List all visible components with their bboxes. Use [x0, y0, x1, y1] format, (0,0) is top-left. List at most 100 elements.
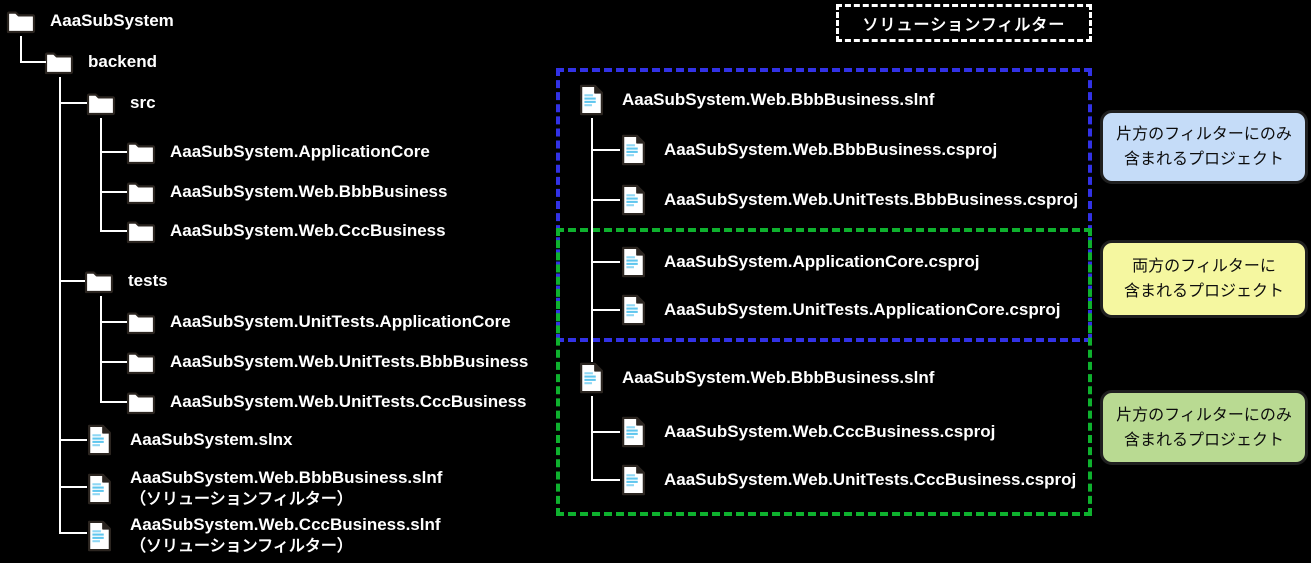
file-note: （ソリューションフィルター） [130, 491, 353, 508]
callout-text: 片方のフィルターにのみ [1116, 126, 1292, 143]
file-label: AaaSubSystem.Web.BbbBusiness.slnf [622, 90, 935, 109]
tree-node-project-folder: AaaSubSystem.UnitTests.ApplicationCore [126, 309, 511, 335]
folder-label: tests [128, 271, 168, 290]
tree-connector [59, 280, 85, 282]
file-icon [620, 183, 647, 217]
file-label: AaaSubSystem.Web.UnitTests.BbbBusiness.c… [664, 190, 1079, 209]
callout-text: 含まれるプロジェクト [1123, 431, 1284, 449]
tree-node-root: AaaSubSystem [6, 8, 174, 34]
folder-icon [126, 309, 156, 335]
file-label: AaaSubSystem.Web.BbbBusiness.slnf [622, 368, 935, 387]
tree-node-project-folder: AaaSubSystem.Web.UnitTests.BbbBusiness [126, 349, 528, 375]
tree-connector [591, 261, 620, 263]
folder-icon [44, 49, 74, 75]
folder-label: AaaSubSystem.Web.CccBusiness [170, 221, 446, 240]
folder-label: AaaSubSystem [50, 11, 174, 30]
tree-node-backend: backend [44, 49, 157, 75]
folder-icon [126, 218, 156, 244]
file-icon [620, 463, 647, 497]
file-icon [578, 361, 605, 395]
folder-label: AaaSubSystem.Web.BbbBusiness [170, 182, 448, 201]
tree-connector [100, 191, 127, 193]
tree-node-bbb-slnf-file: AaaSubSystem.Web.BbbBusiness.slnf （ソリューシ… [86, 467, 442, 511]
file-icon [620, 415, 647, 449]
tree-connector [100, 361, 127, 363]
file-icon [86, 519, 113, 553]
file-label-block: AaaSubSystem.Web.BbbBusiness.slnf （ソリューシ… [130, 467, 442, 511]
tree-connector [20, 61, 46, 63]
folder-icon [126, 389, 156, 415]
tree-connector [59, 77, 61, 534]
folder-label: AaaSubSystem.ApplicationCore [170, 142, 430, 161]
tree-connector [591, 396, 593, 481]
tree-connector [100, 296, 102, 402]
filter2-project-file: AaaSubSystem.Web.UnitTests.CccBusiness.c… [620, 463, 1076, 497]
folder-icon [126, 349, 156, 375]
folder-icon [6, 8, 36, 34]
tree-connector [100, 401, 127, 403]
tree-node-project-folder: AaaSubSystem.Web.UnitTests.CccBusiness [126, 389, 527, 415]
callout-both-filters: 両方のフィルターに 含まれるプロジェクト [1100, 240, 1308, 318]
file-label: AaaSubSystem.slnx [130, 430, 293, 449]
filter2-root-file: AaaSubSystem.Web.BbbBusiness.slnf [578, 361, 934, 395]
tree-connector [591, 431, 620, 433]
shared-project-file: AaaSubSystem.ApplicationCore.csproj [620, 245, 980, 279]
file-icon [620, 293, 647, 327]
tree-connector [100, 230, 127, 232]
callout-only-one-filter-top: 片方のフィルターにのみ 含まれるプロジェクト [1100, 110, 1308, 184]
tree-connector [59, 439, 87, 441]
tree-connector [59, 532, 87, 534]
tree-node-project-folder: AaaSubSystem.ApplicationCore [126, 139, 430, 165]
filter1-project-file: AaaSubSystem.Web.UnitTests.BbbBusiness.c… [620, 183, 1078, 217]
tree-node-src: src [86, 90, 156, 116]
filter-box-bbb [556, 68, 1092, 342]
folder-label: AaaSubSystem.UnitTests.ApplicationCore [170, 312, 511, 331]
file-icon [578, 83, 605, 117]
tree-node-slnx-file: AaaSubSystem.slnx [86, 423, 293, 457]
tree-node-project-folder: AaaSubSystem.Web.CccBusiness [126, 218, 446, 244]
folder-label: backend [88, 52, 157, 71]
callout-text: 含まれるプロジェクト [1123, 151, 1284, 168]
file-label-block: AaaSubSystem.Web.CccBusiness.slnf （ソリューシ… [130, 514, 441, 558]
tree-connector [59, 102, 87, 104]
file-label: AaaSubSystem.Web.BbbBusiness.csproj [664, 140, 998, 159]
filter1-root-file: AaaSubSystem.Web.BbbBusiness.slnf [578, 83, 934, 117]
tree-connector [59, 486, 87, 488]
legend-title-label: ソリューションフィルター [862, 17, 1066, 34]
filter1-project-file: AaaSubSystem.Web.BbbBusiness.csproj [620, 133, 997, 167]
filter2-project-file: AaaSubSystem.Web.CccBusiness.csproj [620, 415, 995, 449]
folder-icon [86, 90, 116, 116]
filter-box-ccc [556, 228, 1092, 516]
tree-connector [100, 118, 102, 232]
file-note: （ソリューションフィルター） [130, 538, 353, 555]
file-label: AaaSubSystem.Web.BbbBusiness.slnf [130, 468, 443, 487]
file-label: AaaSubSystem.Web.CccBusiness.slnf [130, 515, 441, 534]
legend-title: ソリューションフィルター [836, 4, 1092, 42]
folder-icon [84, 268, 114, 294]
tree-connector [591, 309, 620, 311]
tree-node-ccc-slnf-file: AaaSubSystem.Web.CccBusiness.slnf （ソリューシ… [86, 514, 441, 558]
tree-connector [20, 36, 22, 63]
file-label: AaaSubSystem.ApplicationCore.csproj [664, 252, 980, 271]
folder-label: AaaSubSystem.Web.UnitTests.BbbBusiness [170, 352, 529, 371]
file-icon [86, 472, 113, 506]
file-label: AaaSubSystem.Web.UnitTests.CccBusiness.c… [664, 470, 1077, 489]
tree-node-tests: tests [84, 268, 168, 294]
tree-connector [591, 149, 620, 151]
tree-node-project-folder: AaaSubSystem.Web.BbbBusiness [126, 179, 447, 205]
file-icon [620, 133, 647, 167]
folder-icon [126, 179, 156, 205]
tree-connector [591, 199, 620, 201]
file-label: AaaSubSystem.UnitTests.ApplicationCore.c… [664, 300, 1061, 319]
callout-only-one-filter-bottom: 片方のフィルターにのみ 含まれるプロジェクト [1100, 390, 1308, 465]
file-icon [86, 423, 113, 457]
folder-label: AaaSubSystem.Web.UnitTests.CccBusiness [170, 392, 527, 411]
folder-icon [126, 139, 156, 165]
callout-text: 片方のフィルターにのみ [1116, 406, 1292, 424]
shared-project-file: AaaSubSystem.UnitTests.ApplicationCore.c… [620, 293, 1060, 327]
tree-connector [591, 118, 593, 362]
folder-label: src [130, 93, 156, 112]
callout-text: 含まれるプロジェクト [1123, 283, 1284, 300]
tree-connector [100, 151, 127, 153]
